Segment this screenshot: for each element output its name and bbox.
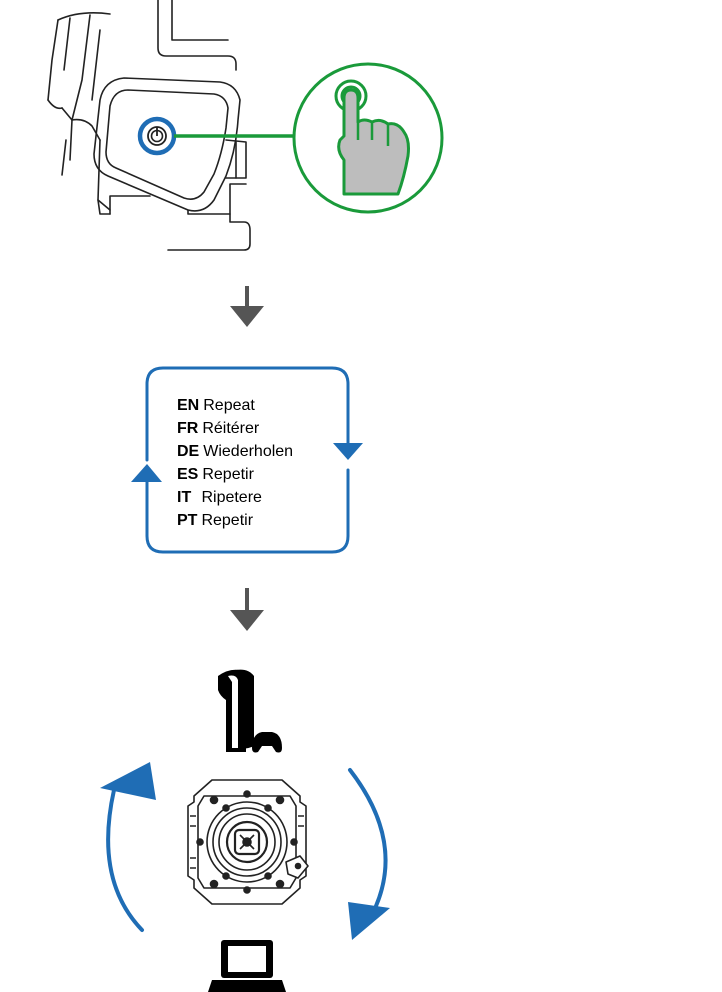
lang-text: Wiederholen	[203, 443, 294, 460]
step-press-power-illustration	[47, 0, 444, 251]
lang-code: EN	[177, 397, 200, 414]
cycle-arrow-left	[106, 788, 144, 932]
lang-code: IT	[177, 489, 192, 506]
arrow-down-icon-2	[230, 588, 264, 631]
cycle-arrowhead-left	[100, 762, 156, 800]
cycle-arrowhead-right	[348, 902, 390, 940]
lang-text: Repeat	[203, 397, 255, 414]
lang-text: Réitérer	[202, 420, 260, 437]
laptop-icon	[208, 940, 286, 992]
gamepad-icon	[252, 732, 282, 753]
lang-text: Repetir	[201, 512, 254, 529]
power-button-icon	[137, 116, 177, 156]
playstation-console-icon	[218, 669, 254, 752]
finger-press-icon	[292, 62, 444, 214]
lang-code: PT	[177, 512, 198, 529]
lang-code: FR	[177, 420, 199, 437]
lang-text: Repetir	[202, 466, 254, 483]
lang-text: Ripetere	[201, 489, 262, 506]
wheel-base-icon	[187, 779, 309, 905]
repeat-item-it: IT Ripetere	[177, 486, 293, 509]
lang-code: ES	[177, 466, 199, 483]
cycle-arrow-right	[348, 768, 388, 908]
lang-code: DE	[177, 443, 200, 460]
